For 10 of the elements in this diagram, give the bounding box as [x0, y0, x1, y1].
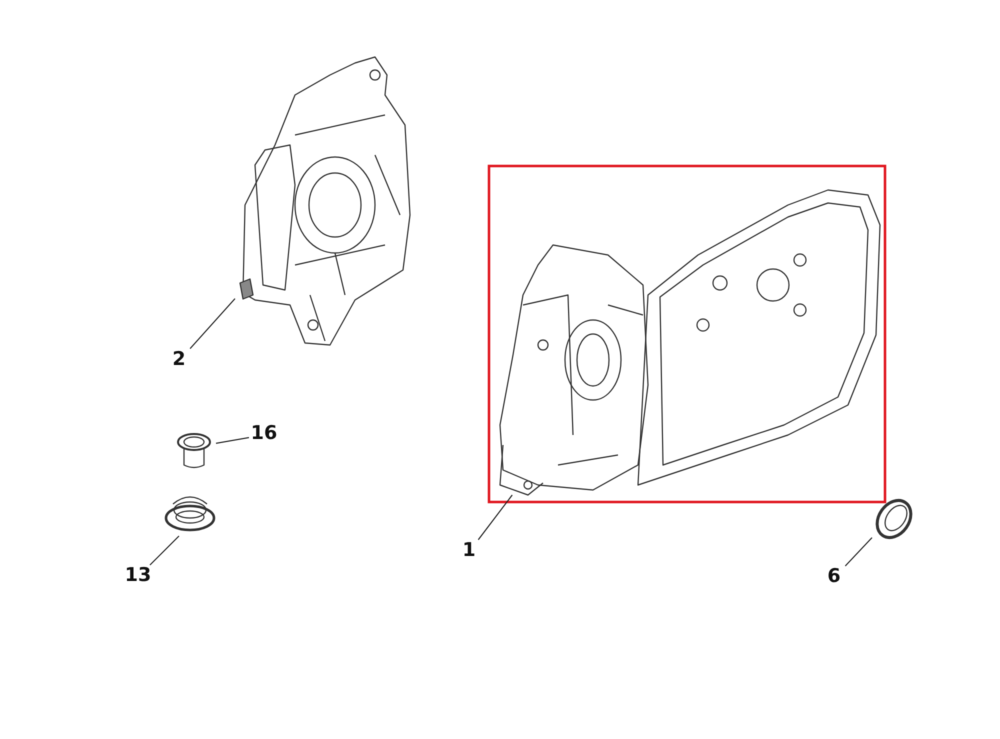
leader-line	[190, 298, 236, 349]
callout-number: 2	[168, 350, 190, 372]
leader-line	[150, 536, 180, 566]
callout-number: 1	[458, 541, 480, 563]
callout-number: 16	[250, 424, 278, 446]
callout-number: 13	[124, 566, 152, 588]
leader-line	[844, 537, 872, 566]
callout-number: 6	[823, 567, 845, 589]
leader-line	[478, 494, 513, 540]
leader-line	[216, 437, 250, 444]
